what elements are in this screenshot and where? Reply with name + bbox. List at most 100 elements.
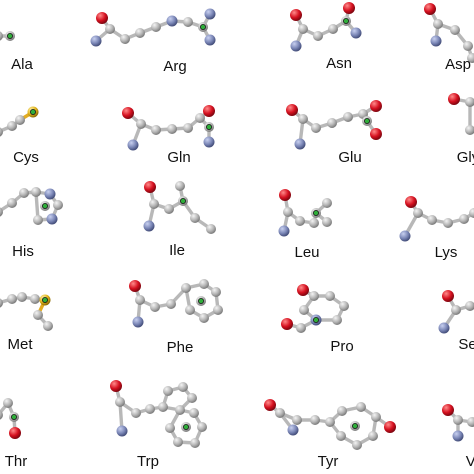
gln-oxygen-atom	[122, 107, 134, 119]
gln-carbon-atom	[183, 123, 193, 133]
phe-carbon-atom	[185, 305, 195, 315]
pro-carbon-atom	[299, 305, 309, 315]
pro-carbon-atom	[339, 301, 349, 311]
tyr-carbon-atom	[352, 440, 362, 450]
tyr-carbon-atom	[325, 417, 335, 427]
ser-oxygen-atom	[442, 290, 454, 302]
residue-label-thr: Thr	[4, 453, 28, 470]
lys-carbon-atom	[459, 214, 469, 224]
met-carbon-atom	[33, 310, 43, 320]
ser-carbon-atom	[465, 301, 474, 311]
residue-label-gly: Gly	[456, 149, 474, 166]
ile-oxygen-atom	[144, 181, 156, 193]
residue-label-tyr: Tyr	[317, 453, 339, 470]
residue-label-ile: Ile	[169, 242, 185, 259]
his-carbon-atom	[53, 200, 63, 210]
glu-carbon-atom	[298, 114, 308, 124]
thr-sidechain-marker	[10, 413, 17, 420]
arg-carbon-atom	[135, 28, 145, 38]
residue-label-leu: Leu	[294, 244, 320, 261]
gly-carbon-atom	[465, 97, 474, 107]
tyr-carbon-atom	[368, 431, 378, 441]
arg-carbon-atom	[105, 24, 115, 34]
gly-carbon-atom	[465, 125, 474, 135]
glu-carbon-atom	[327, 118, 337, 128]
trp-carbon-atom	[187, 393, 197, 403]
leu-carbon-atom	[322, 198, 332, 208]
phe-carbon-atom	[135, 295, 145, 305]
his-carbon-atom	[19, 188, 29, 198]
lys-carbon-atom	[427, 215, 437, 225]
gln-nitrogen-atom	[127, 139, 139, 151]
asn-sidechain-marker	[342, 17, 349, 24]
phe-sidechain-marker	[197, 297, 204, 304]
pro-carbon-atom	[332, 315, 342, 325]
molecule-pro	[281, 284, 349, 333]
cys-carbon-atom	[15, 115, 25, 125]
phe-carbon-atom	[150, 302, 160, 312]
molecule-arg	[90, 8, 216, 47]
asn-carbon-atom	[298, 24, 308, 34]
met-carbon-atom	[30, 294, 40, 304]
lys-nitrogen-atom	[399, 230, 411, 242]
leu-carbon-atom	[322, 217, 332, 227]
molecule-lys	[399, 196, 474, 242]
residue-label-ser: Ser	[458, 336, 474, 353]
glu-carbon-atom	[343, 112, 353, 122]
his-nitrogen-atom	[46, 213, 58, 225]
ile-carbon-atom	[149, 199, 159, 209]
asn-nitrogen-atom	[350, 27, 362, 39]
residue-label-phe: Phe	[166, 339, 194, 356]
phe-carbon-atom	[199, 279, 209, 289]
ile-carbon-atom	[206, 224, 216, 234]
lys-carbon-atom	[469, 208, 474, 218]
lys-carbon-atom	[443, 218, 453, 228]
tyr-carbon-atom	[337, 406, 347, 416]
ile-nitrogen-atom	[143, 220, 155, 232]
leu-sidechain-marker	[312, 209, 319, 216]
molecule-phe	[129, 279, 223, 328]
met-sidechain-marker	[42, 296, 49, 303]
arg-carbon-atom	[151, 22, 161, 32]
trp-carbon-atom	[173, 437, 183, 447]
tyr-oxygen-atom	[264, 399, 276, 411]
residue-label-arg: Arg	[163, 58, 187, 75]
pro-oxygen-atom	[297, 284, 309, 296]
tyr-carbon-atom	[371, 412, 381, 422]
molecule-gly	[448, 93, 474, 135]
residue-label-met: Met	[7, 336, 33, 353]
trp-carbon-atom	[165, 423, 175, 433]
trp-carbon-atom	[189, 408, 199, 418]
residue-label-pro: Pro	[330, 338, 354, 355]
molecule-met	[0, 292, 53, 331]
arg-sidechain-marker	[199, 23, 206, 30]
pro-carbon-atom	[296, 323, 306, 333]
phe-carbon-atom	[213, 305, 223, 315]
trp-carbon-atom	[145, 404, 155, 414]
asn-oxygen-atom	[343, 2, 355, 14]
tyr-carbon-atom	[292, 415, 302, 425]
ala-sidechain-marker	[7, 33, 13, 40]
asn-oxygen-atom	[290, 9, 302, 21]
gln-carbon-atom	[136, 119, 146, 129]
met-carbon-atom	[0, 298, 3, 308]
his-carbon-atom	[7, 198, 17, 208]
molecule-val	[442, 404, 474, 442]
gln-carbon-atom	[151, 125, 161, 135]
tyr-carbon-atom	[356, 402, 366, 412]
pro-oxygen-atom	[281, 318, 293, 330]
val-carbon-atom	[453, 415, 463, 425]
thr-carbon-atom	[3, 398, 13, 408]
thr-carbon-atom	[0, 410, 3, 420]
ile-carbon-atom	[164, 204, 174, 214]
residue-label-ala: Ala	[11, 56, 33, 73]
residue-label-trp: Trp	[137, 453, 159, 470]
gln-nitrogen-atom	[203, 136, 215, 148]
residue-label-glu: Glu	[338, 149, 362, 166]
gln-carbon-atom	[167, 124, 177, 134]
tyr-carbon-atom	[336, 431, 346, 441]
tyr-oxygen-atom	[384, 421, 396, 433]
residue-label-asn: Asn	[326, 55, 352, 72]
trp-carbon-atom	[163, 386, 173, 396]
